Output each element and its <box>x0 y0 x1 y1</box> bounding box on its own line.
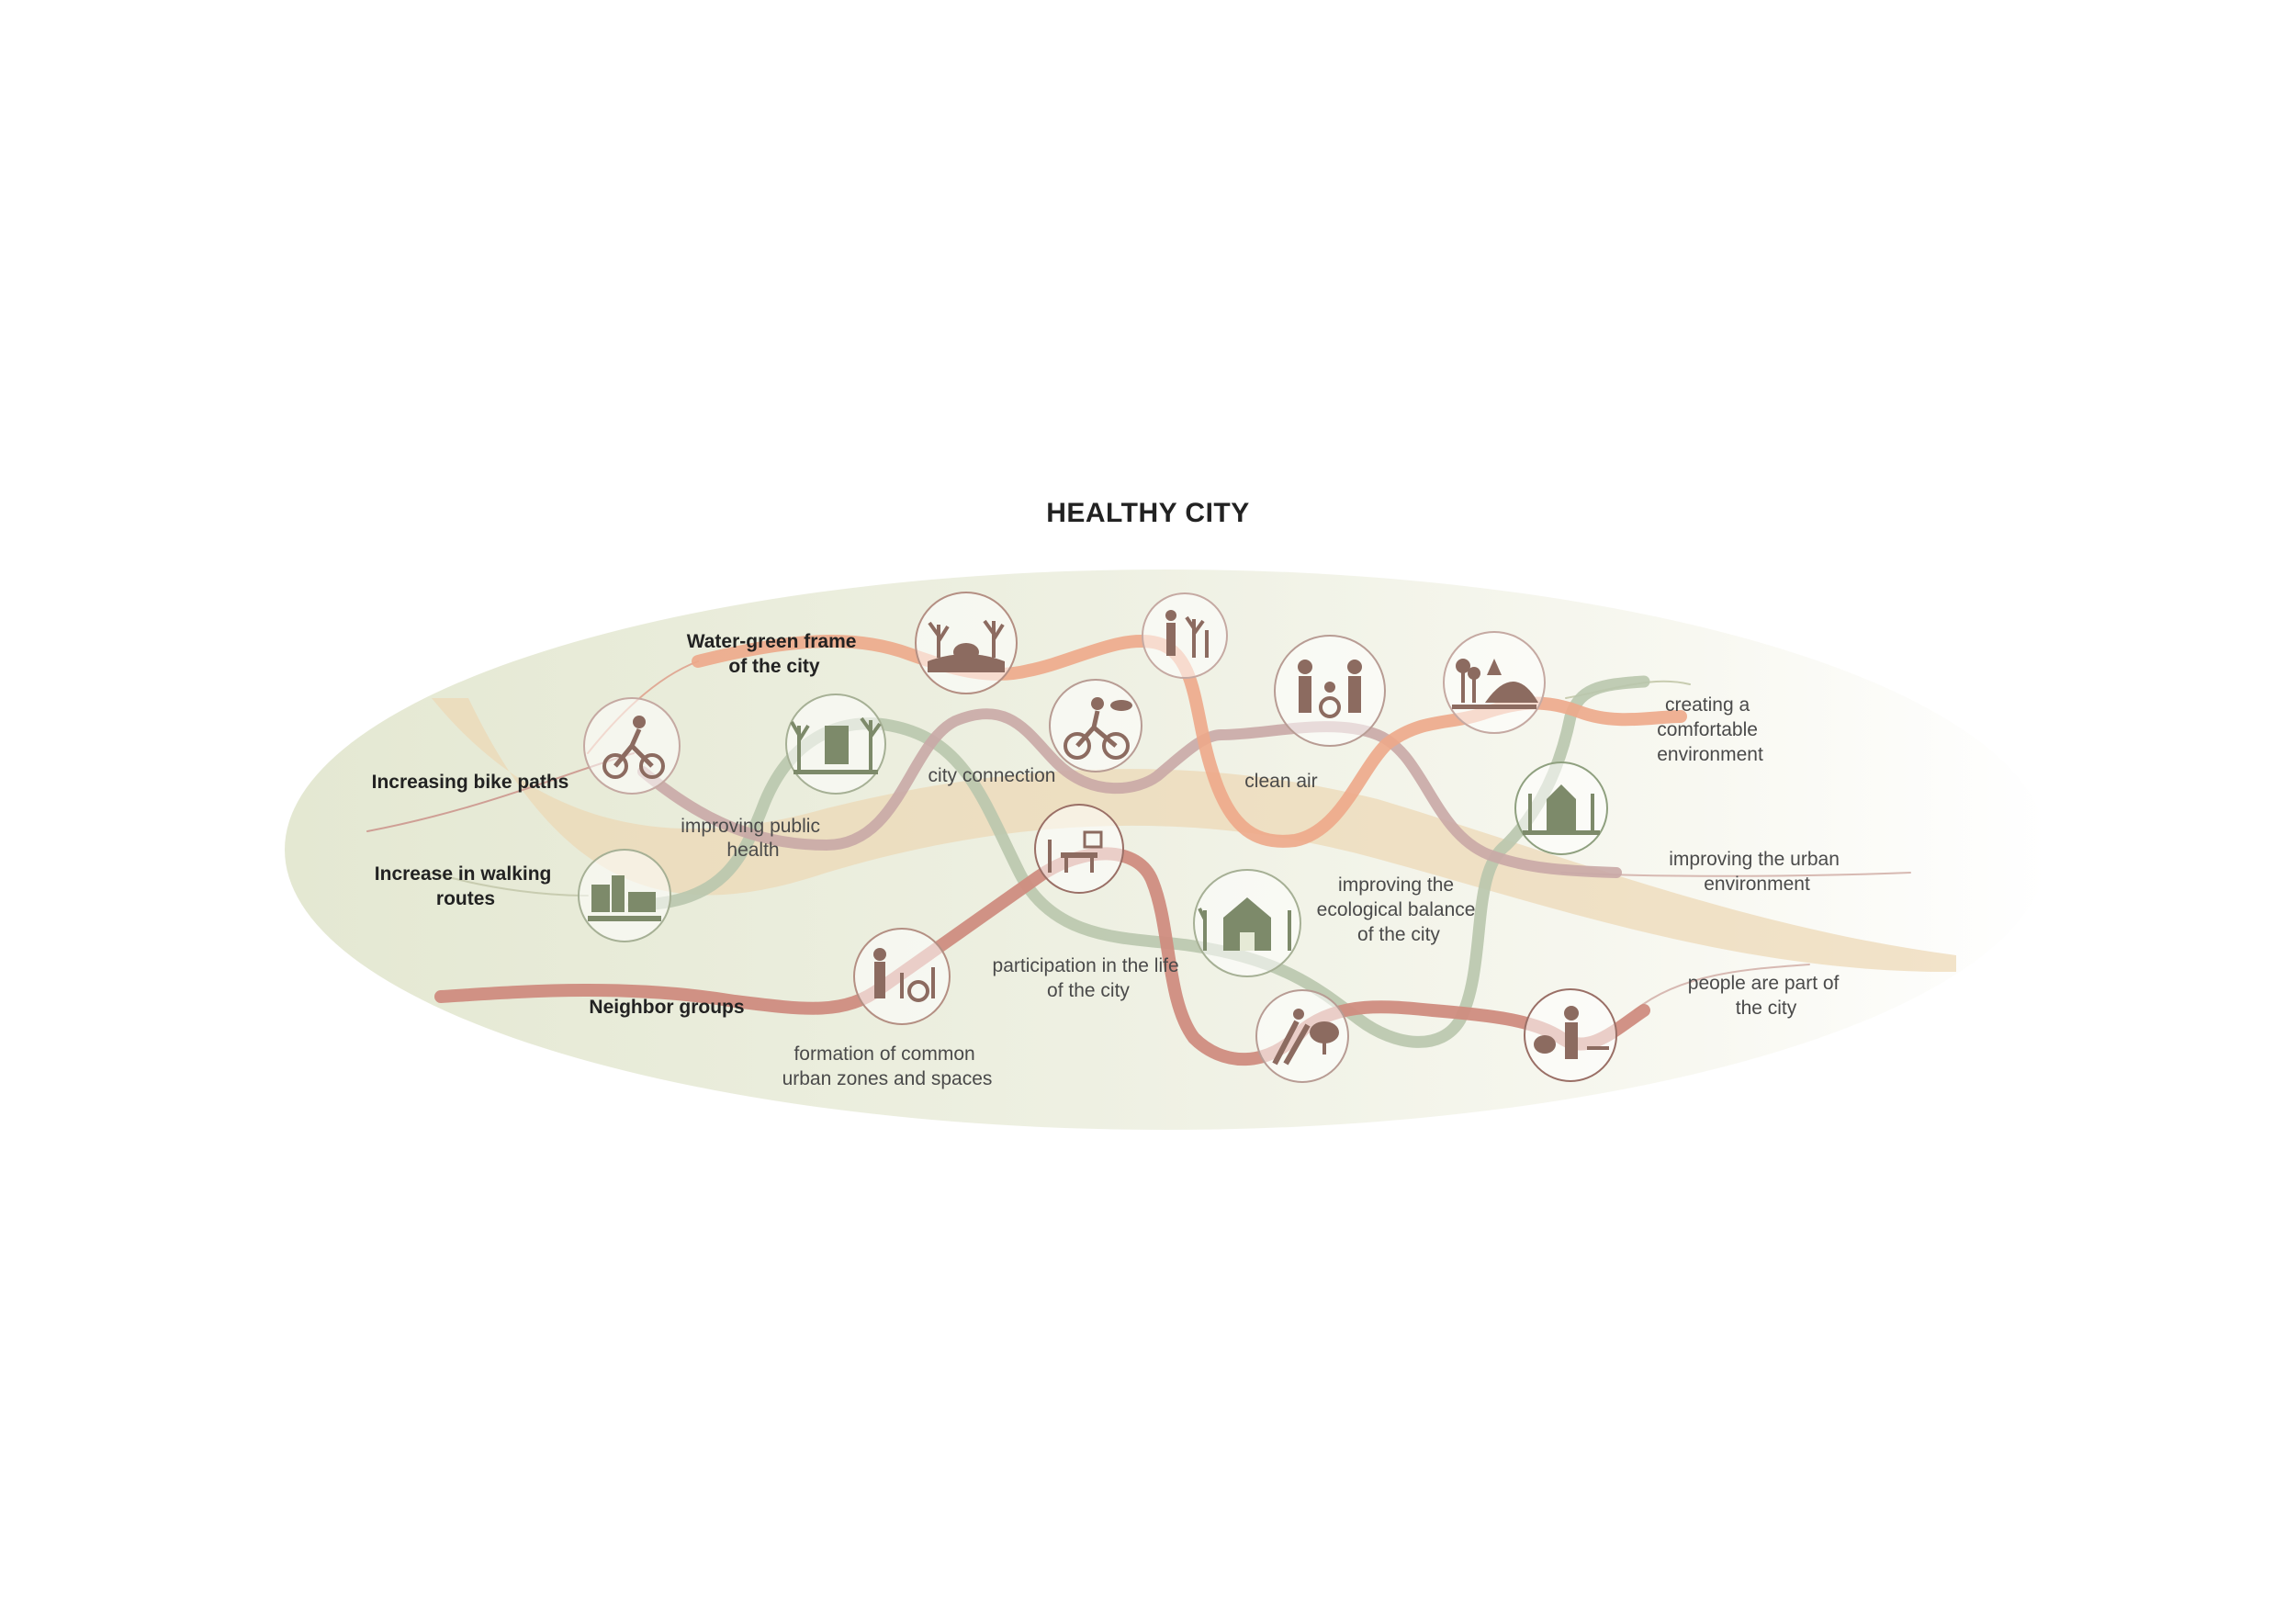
family-walk-icon <box>1274 635 1386 747</box>
community-table-icon <box>1034 804 1124 894</box>
beige-band <box>432 698 1956 973</box>
goal-bike-paths: Increasing bike paths <box>372 772 569 793</box>
cyclist-icon <box>583 697 681 795</box>
path-rose <box>434 847 1650 1066</box>
label-public-health: improving public health <box>681 816 826 861</box>
path-mauve <box>637 708 1622 878</box>
label-comfortable-environment: creating a comfortable environment <box>1657 694 1763 765</box>
townhouse-icon <box>1193 869 1301 977</box>
goal-water-green-frame: Water-green frame of the city <box>687 631 862 677</box>
gardening-couple-icon <box>853 928 951 1025</box>
person-trees-icon <box>1142 592 1228 679</box>
label-participation: participation in the life of the city <box>993 955 1185 1001</box>
goal-walking-routes: Increase in walking routes <box>375 863 557 909</box>
thin-path-people <box>1634 964 1810 1011</box>
goal-neighbor-groups: Neighbor groups <box>589 997 744 1018</box>
city-skyline-icon <box>578 849 671 942</box>
house-trees-icon <box>1514 761 1608 855</box>
bike-rider-icon <box>1049 679 1142 773</box>
background-ellipse <box>285 570 2048 1130</box>
label-city-connection: city connection <box>929 765 1056 786</box>
lake-trees-icon <box>915 592 1018 694</box>
label-part-of-city: people are part of the city <box>1688 973 1844 1019</box>
label-clean-air: clean air <box>1244 771 1317 792</box>
forest-building-icon <box>785 694 886 795</box>
page-title: HEALTHY CITY <box>1046 498 1250 528</box>
park-walkers-icon <box>1255 989 1349 1083</box>
label-common-zones: formation of common urban zones and spac… <box>782 1043 993 1089</box>
label-urban-environment: improving the urban environment <box>1669 849 1844 895</box>
thin-path-walk <box>431 872 589 897</box>
person-park-icon <box>1524 988 1617 1082</box>
sunset-hill-icon <box>1443 631 1546 734</box>
label-ecological-balance: improving the ecological balance of the … <box>1317 874 1481 945</box>
